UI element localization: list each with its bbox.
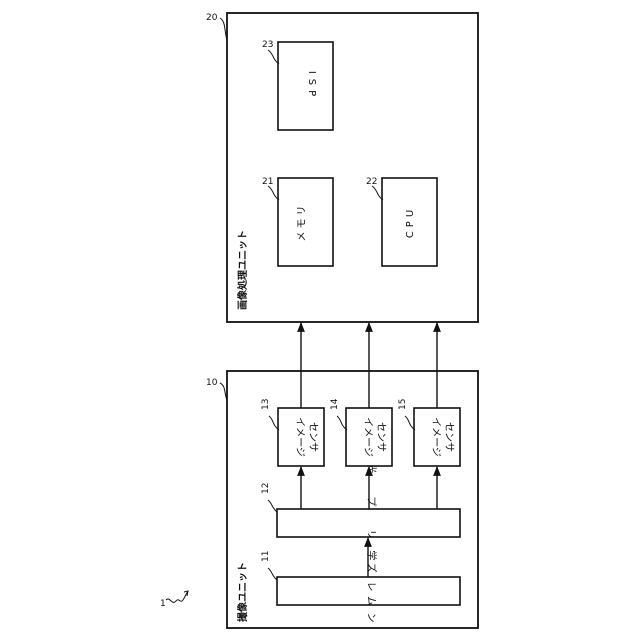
image-sensor-2-line2: センサ (375, 422, 387, 452)
image-sensor-1-ref: 13 (261, 399, 271, 410)
figure-reference: 1 (160, 591, 188, 609)
prism-ref: 12 (261, 483, 271, 494)
isp-ref: 23 (262, 40, 273, 50)
image-processing-unit-frame (227, 13, 478, 322)
image-processing-unit-label: 画像処理ユニット (236, 230, 249, 310)
memory-label: メモリ (297, 203, 308, 242)
image-processing-unit: 画像処理ユニット 20 (206, 13, 478, 322)
image-sensor-3-ref: 15 (398, 399, 408, 410)
isp-label: ISP (306, 71, 317, 101)
memory-ref: 21 (262, 177, 273, 187)
image-sensor-1-line1: イメージ (294, 417, 305, 457)
image-sensor-2-line1: イメージ (362, 417, 373, 457)
cpu-ref: 22 (366, 177, 377, 187)
isp-box (278, 42, 333, 130)
optical-lens-ref: 11 (261, 551, 271, 562)
image-processing-unit-ref-leader (220, 18, 227, 40)
imaging-unit-label: 撮像ユニット (236, 562, 249, 622)
figure-label: 1 (160, 599, 166, 609)
imaging-unit-ref-leader (220, 383, 227, 400)
image-sensor-3-line1: イメージ (430, 417, 441, 457)
image-processing-unit-ref: 20 (206, 13, 218, 23)
cpu-label: CPU (405, 206, 416, 238)
image-sensor-2-ref: 14 (330, 398, 340, 410)
image-sensor-3-line2: センサ (443, 422, 455, 452)
imaging-unit-ref: 10 (206, 378, 218, 388)
figure-squiggle (166, 591, 188, 602)
image-sensor-1-line2: センサ (307, 422, 319, 452)
